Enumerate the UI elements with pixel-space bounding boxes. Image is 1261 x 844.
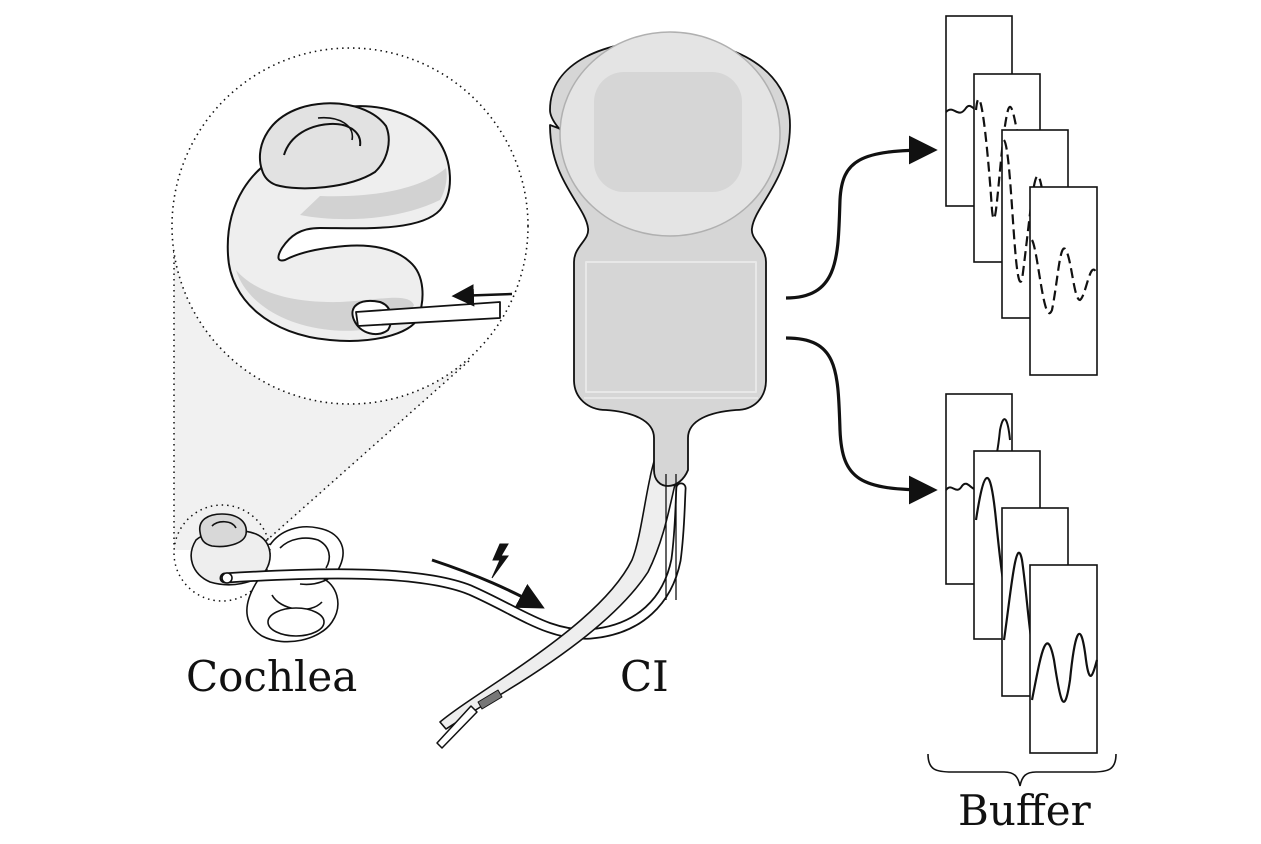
ci-magnet-housing — [594, 72, 742, 192]
arrow-icon — [431, 558, 545, 609]
ci-device — [436, 31, 791, 749]
lightning-icon — [491, 543, 509, 579]
buffer-label: Buffer — [958, 786, 1091, 835]
cochlea-anatomy — [190, 513, 344, 643]
arrow-icon — [785, 135, 938, 300]
output-arrows — [785, 135, 938, 505]
buffer-group-bottom — [945, 393, 1099, 754]
stimulation-indicator — [431, 543, 545, 609]
zoom-cone — [174, 210, 470, 550]
cochlea-zoomed — [226, 102, 513, 342]
arrow-icon — [785, 336, 938, 505]
buffer-group-top — [945, 15, 1098, 376]
buffer-frame — [1029, 186, 1098, 376]
ci-label: CI — [620, 652, 669, 701]
cochlea-label: Cochlea — [186, 652, 358, 701]
buffer-brace — [927, 753, 1117, 787]
